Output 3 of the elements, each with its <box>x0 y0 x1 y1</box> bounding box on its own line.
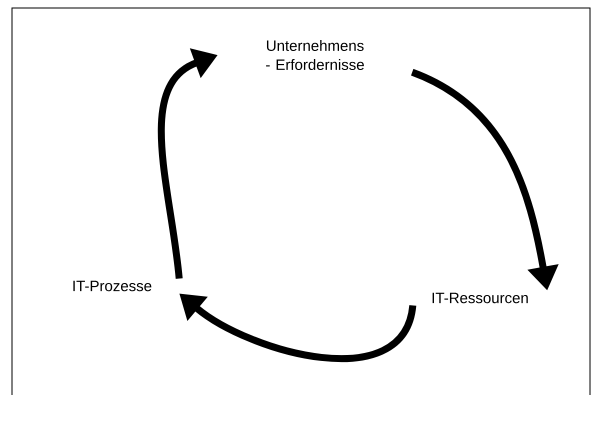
node-label: Unternehmens - Erfordernisse <box>266 40 364 70</box>
node-label: IT-Prozesse <box>73 280 152 292</box>
node-label: IT-Ressourcen <box>432 292 528 304</box>
